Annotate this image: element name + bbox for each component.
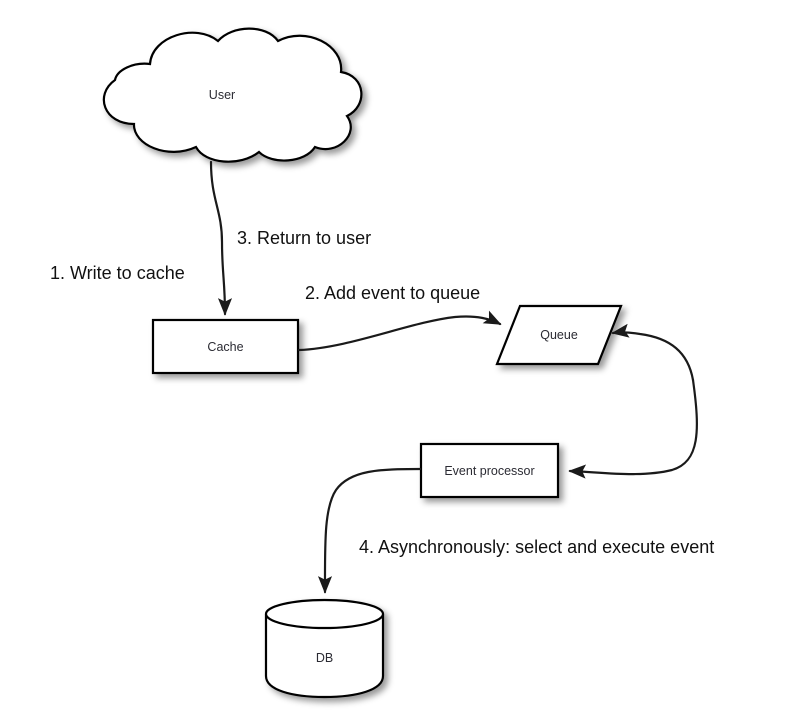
node-user[interactable]: User (102, 27, 363, 163)
edge-event-processor-to-queue (611, 323, 695, 382)
event-processor-shape (419, 442, 560, 499)
db-top-shape (264, 598, 385, 630)
node-label-queue: Queue (540, 328, 578, 342)
edge-event-processor-to-db (317, 467, 422, 594)
step-label-4: 4. Asynchronously: select and execute ev… (359, 537, 714, 557)
step-label-2: 2. Add event to queue (305, 283, 480, 303)
node-label-event-processor: Event processor (444, 464, 534, 478)
queue-shape (495, 304, 623, 366)
node-label-user: User (209, 88, 235, 102)
edge-cache-to-queue (297, 310, 502, 352)
edge-queue-to-event-processor (568, 378, 698, 479)
node-cache[interactable]: Cache (151, 318, 300, 375)
step-label-1: 1. Write to cache (50, 263, 185, 283)
node-db[interactable]: DB (264, 598, 385, 699)
cache-shape (151, 318, 300, 375)
db-body-shape (264, 613, 385, 699)
node-label-cache: Cache (207, 340, 243, 354)
cloud-shape (102, 27, 363, 163)
node-queue[interactable]: Queue (495, 304, 623, 366)
node-label-db: DB (316, 651, 333, 665)
edge-user-to-cache (209, 160, 233, 316)
node-event-processor[interactable]: Event processor (419, 442, 560, 499)
step-label-3: 3. Return to user (237, 228, 371, 248)
